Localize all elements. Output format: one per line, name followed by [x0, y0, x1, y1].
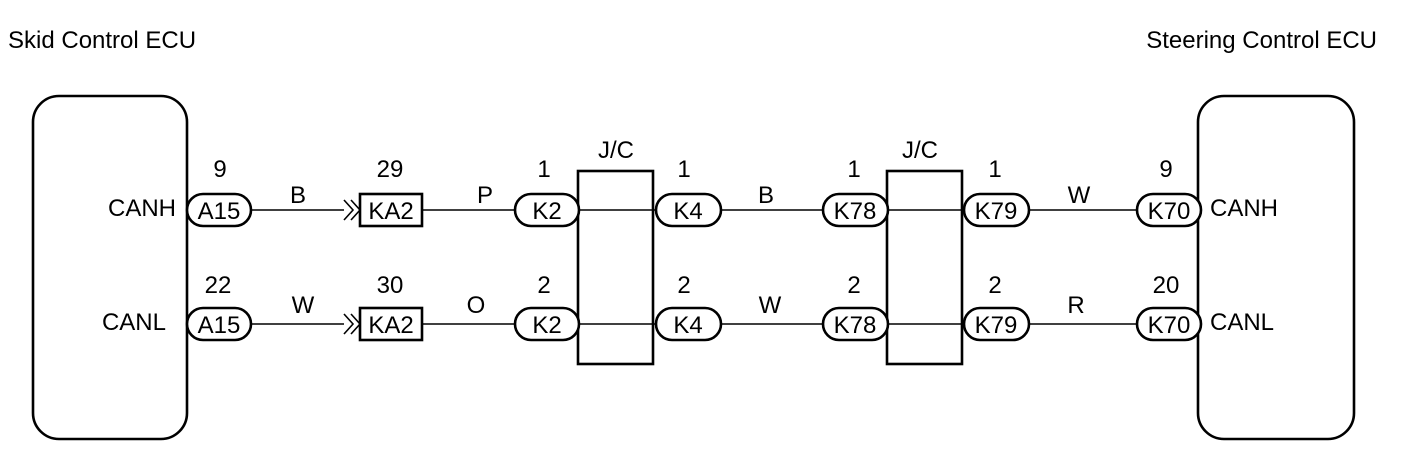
wire-color-label: B: [758, 182, 774, 209]
connector-pill: [185, 306, 253, 342]
connector-pill: [962, 192, 1031, 228]
pin-number: 29: [377, 156, 404, 183]
connector-id: K79: [975, 198, 1018, 225]
right-ecu-box: [1196, 94, 1356, 441]
connector-pill: [654, 192, 723, 228]
pin-number: 1: [847, 156, 860, 183]
in-line-connector-arrow-icon: [343, 313, 362, 335]
connector-pill: [962, 306, 1031, 342]
connector-pill: [513, 306, 581, 342]
wire-color-label: W: [759, 292, 782, 319]
right-ecu-pin-label: CANH: [1210, 195, 1278, 222]
left-ecu-pin-label: CANL: [102, 309, 166, 336]
pin-number: 2: [847, 272, 860, 299]
pin-number: 20: [1153, 272, 1180, 299]
junction-label: J/C: [902, 137, 938, 164]
connector-pill: [1135, 192, 1203, 228]
connector-pill: [513, 192, 581, 228]
left-ecu-pin-label: CANH: [108, 195, 176, 222]
pin-number: 2: [988, 272, 1001, 299]
connector-id: K78: [834, 312, 877, 339]
wire-color-label: W: [1068, 182, 1091, 209]
connector-id: A15: [198, 312, 241, 339]
pin-number: 9: [213, 156, 226, 183]
wire-color-label: W: [292, 292, 315, 319]
pin-number: 2: [677, 272, 690, 299]
junction-label: J/C: [598, 137, 634, 164]
connector-id: K79: [975, 312, 1018, 339]
connector-pill: [821, 192, 890, 228]
connector-id: K4: [673, 198, 702, 225]
connector-id: K4: [673, 312, 702, 339]
connector-id: K70: [1148, 312, 1191, 339]
connector-id: K2: [532, 198, 561, 225]
wire-color-label: B: [290, 182, 306, 209]
wire-color-label: O: [467, 292, 486, 319]
junction-connector-box: [576, 169, 655, 366]
connector-box: [358, 306, 424, 342]
connector-pill: [1135, 306, 1203, 342]
connector-id: K78: [834, 198, 877, 225]
right-ecu-title: Steering Control ECU: [1146, 27, 1377, 54]
pin-number: 22: [205, 272, 232, 299]
connector-id: K70: [1148, 198, 1191, 225]
connector-id: K2: [532, 312, 561, 339]
pin-number: 1: [537, 156, 550, 183]
connector-pill: [821, 306, 890, 342]
connector-id: KA2: [368, 312, 413, 339]
connector-box: [358, 192, 424, 228]
right-ecu-pin-label: CANL: [1210, 309, 1274, 336]
left-ecu-box: [31, 94, 189, 441]
pin-number: 1: [988, 156, 1001, 183]
wire-color-label: R: [1067, 292, 1084, 319]
pin-number: 30: [377, 272, 404, 299]
connector-id: KA2: [368, 198, 413, 225]
wire-color-label: P: [477, 182, 493, 209]
connector-pill: [185, 192, 253, 228]
pin-number: 1: [677, 156, 690, 183]
junction-connector-box: [885, 169, 964, 366]
pin-number: 9: [1159, 156, 1172, 183]
connector-pill: [654, 306, 723, 342]
left-ecu-title: Skid Control ECU: [8, 27, 196, 54]
pin-number: 2: [537, 272, 550, 299]
connector-id: A15: [198, 198, 241, 225]
in-line-connector-arrow-icon: [343, 199, 362, 221]
